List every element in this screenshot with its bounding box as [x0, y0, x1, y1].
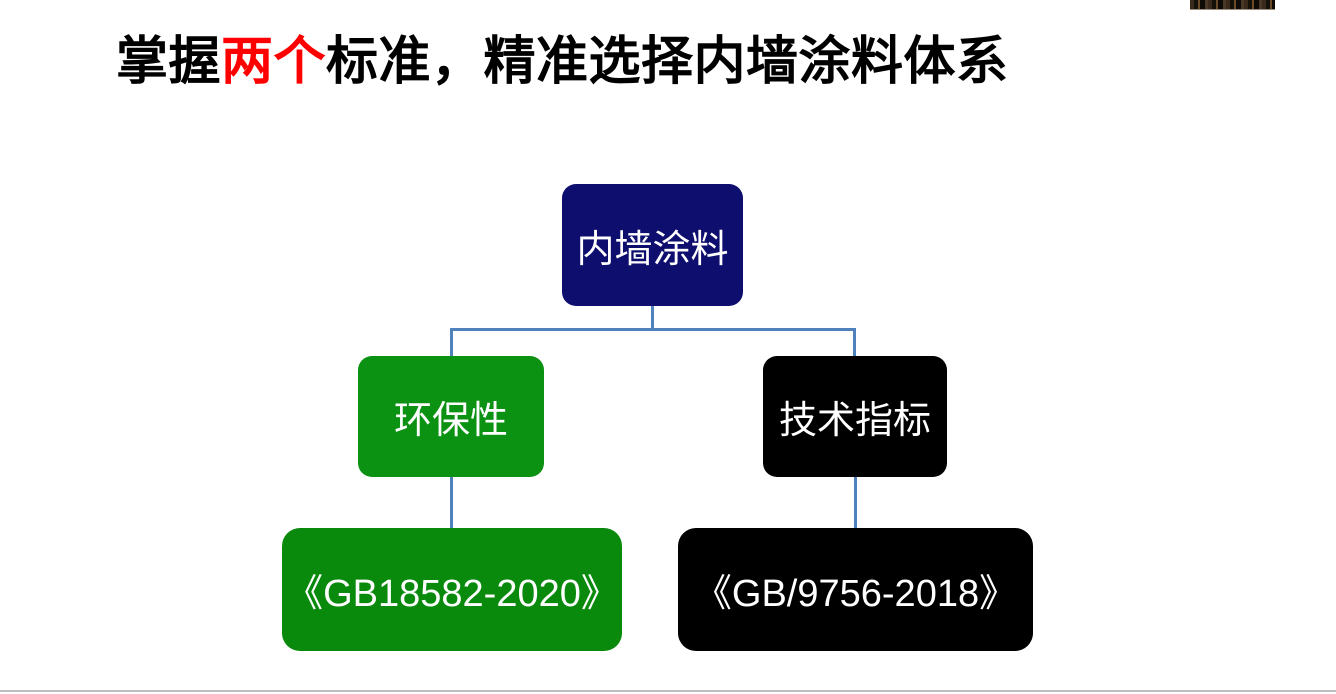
node-label: 《GB/9756-2018》 — [693, 573, 1018, 615]
node-label: 内墙涂料 — [576, 228, 729, 271]
connector-horizontal — [450, 328, 856, 331]
node-branch-technical: 技术指标 — [763, 356, 947, 477]
node-label: 《GB18582-2020》 — [285, 573, 619, 615]
connector-right-upper — [853, 330, 856, 357]
title-prefix: 掌握 — [116, 33, 222, 91]
node-label: 环保性 — [393, 400, 508, 442]
connector-right-lower — [854, 477, 857, 529]
node-standard-gb18582: 《GB18582-2020》 — [282, 528, 622, 651]
node-branch-environmental: 环保性 — [358, 356, 544, 477]
connector-root-stub — [651, 305, 654, 330]
node-label: 技术指标 — [778, 400, 931, 442]
connector-left-lower — [450, 477, 453, 529]
node-standard-gb9756: 《GB/9756-2018》 — [678, 528, 1033, 651]
bottom-divider — [0, 690, 1336, 692]
title-highlight: 两个 — [221, 33, 327, 91]
page-title: 掌握两个标准，精准选择内墙涂料体系 — [116, 32, 1009, 92]
cropped-corner-image — [1190, 0, 1275, 10]
node-root-interior-wall-coating: 内墙涂料 — [562, 184, 743, 306]
title-suffix: 标准，精准选择内墙涂料体系 — [326, 33, 1009, 91]
connector-left-upper — [450, 330, 453, 357]
